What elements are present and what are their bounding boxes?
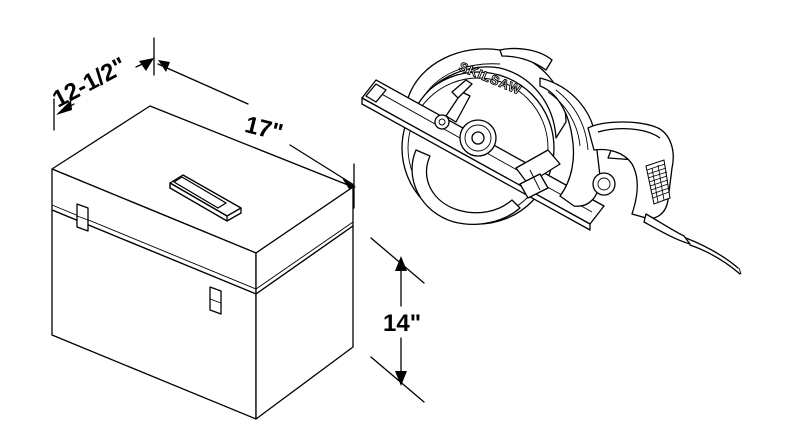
front-knob: [592, 172, 616, 196]
toolbox-latch-right: [209, 286, 222, 315]
blade-arbor-hub: [459, 119, 497, 157]
toolbox-latch-left: [76, 203, 89, 232]
height-dimension-label: 14": [383, 310, 421, 337]
rear-guard: [515, 149, 561, 199]
handle-grip-texture: [645, 159, 671, 205]
dimension-depth: [53, 37, 155, 131]
arrowhead: [158, 60, 170, 72]
toolbox-handle: [169, 174, 242, 222]
arrowhead: [395, 371, 407, 386]
depth-dimension-label: 12-1/2": [48, 52, 131, 113]
arrowhead: [395, 256, 407, 271]
power-cord: [643, 213, 742, 275]
upper-blade-guard: [407, 47, 567, 139]
arrowhead: [139, 58, 154, 71]
width-dimension-label: 17": [242, 111, 285, 146]
lower-blade-guard: [411, 149, 521, 225]
toolbox: [51, 105, 354, 420]
arrowhead: [342, 178, 356, 189]
depth-adjust-lever: [434, 79, 473, 130]
motor-housing: [539, 77, 601, 207]
dimension-height: [370, 237, 425, 403]
dimension-width: [157, 60, 356, 209]
circular-saw: SKILSAW: [361, 47, 742, 275]
arrowhead: [56, 100, 72, 115]
